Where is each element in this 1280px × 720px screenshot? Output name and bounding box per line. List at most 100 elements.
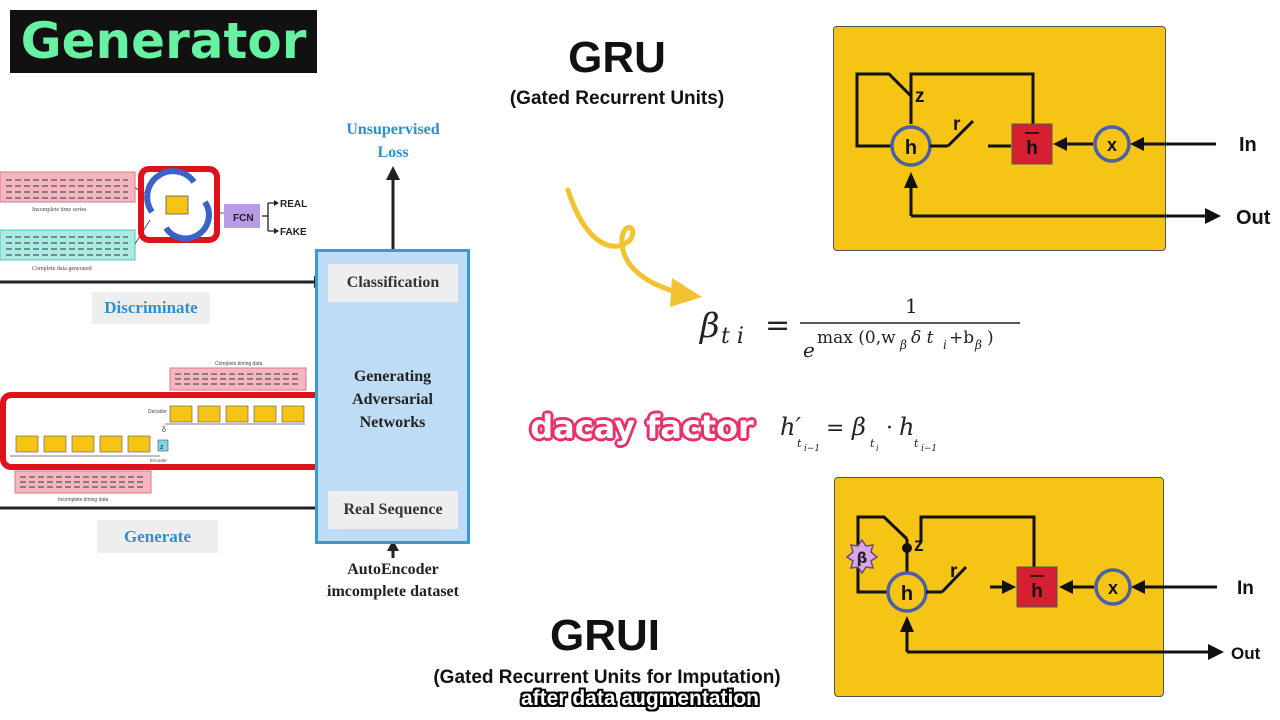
- svg-text:z: z: [914, 535, 924, 556]
- gru-r-label: r: [953, 114, 961, 135]
- grui-hbar-box: [1016, 566, 1058, 608]
- svg-text:t: t: [870, 437, 875, 450]
- svg-text:1: 1: [905, 294, 918, 318]
- gan-box: Classification Generating Adversarial Ne…: [315, 249, 470, 544]
- video-caption: after data augmentation: [520, 687, 760, 710]
- real-sequence-box: Real Sequence: [328, 491, 458, 529]
- gru-z-label: z: [915, 86, 925, 107]
- decoder-cells: [165, 405, 305, 425]
- decay-formula: h′ t i−1 = β t i · h t i−1: [780, 413, 937, 454]
- gru-in-arrow: [1130, 137, 1144, 151]
- z-box: [157, 439, 169, 452]
- autoencoder-line2: imcomplete dataset: [327, 583, 459, 600]
- fcn-box: [224, 204, 260, 228]
- incomplete-time-series-label: Incomplete time series: [32, 207, 87, 213]
- decay-factor-label: dacay factor: [530, 408, 754, 446]
- incomplete-series-strip: [0, 171, 136, 203]
- beta-formula: β t i = 1 e max (0,w β δ t i +b β ): [698, 294, 1020, 362]
- svg-text:): ): [987, 328, 994, 348]
- grui-x-circle: [1094, 568, 1132, 606]
- encoder-cells: [10, 435, 160, 457]
- gan-line1: Generating: [353, 368, 432, 385]
- gan-label: Generating Adversarial Networks: [318, 365, 467, 434]
- yellow-curved-arrow: [565, 187, 702, 307]
- svg-text:h′: h′: [780, 413, 801, 441]
- real-label: REAL: [280, 199, 307, 210]
- gru-diagram: h z r h x In Out: [855, 72, 1271, 229]
- svg-text:=: =: [826, 416, 844, 441]
- delta-label: δ: [162, 427, 166, 434]
- grui-mini-label: GRUI: [172, 227, 187, 233]
- incomplete-series-marks: [6, 179, 128, 199]
- gru-x-label: x: [1107, 135, 1117, 155]
- fcn-branch: [262, 202, 276, 232]
- svg-text:t i: t i: [721, 324, 744, 349]
- complete-data-generated-label: Complete data generated: [32, 266, 92, 272]
- gru-h-label: h: [905, 137, 917, 159]
- svg-text:i: i: [876, 444, 879, 453]
- unsupervised-loss: Unsupervised Loss: [318, 118, 468, 164]
- grui-subtitle: (Gated Recurrent Units for Imputation): [433, 667, 781, 688]
- fake-label: FAKE: [280, 227, 307, 238]
- svg-text:i−1: i−1: [804, 444, 820, 454]
- grui-in-label: In: [1237, 578, 1254, 599]
- svg-text:e: e: [803, 338, 815, 362]
- grui-loop-arrow: [144, 168, 197, 214]
- gru-title: GRU: [568, 33, 666, 82]
- left-diagram: Incomplete time series Complete data gen…: [0, 166, 400, 558]
- svg-text:·: ·: [886, 416, 893, 441]
- gru-out-label: Out: [1236, 207, 1271, 229]
- incomplete-timing-label: Incomplete timing data: [58, 497, 109, 503]
- svg-text:=: =: [765, 308, 790, 343]
- svg-text:β: β: [974, 338, 982, 352]
- svg-text:β: β: [698, 306, 720, 346]
- grui-out-label: Out: [1231, 644, 1261, 663]
- svg-text:i−1: i−1: [921, 444, 937, 454]
- svg-text:t: t: [797, 437, 802, 450]
- generator-title: Generator: [10, 10, 317, 73]
- discriminate-label: Discriminate: [92, 292, 210, 324]
- gru-subtitle: (Gated Recurrent Units): [509, 88, 725, 109]
- svg-text:t: t: [914, 437, 919, 450]
- generate-label: Generate: [97, 520, 218, 553]
- gru-hbar-box: [1011, 123, 1053, 165]
- loss-arrow: [386, 166, 400, 180]
- autoencoder-label: AutoEncoder imcomplete dataset: [308, 559, 478, 603]
- svg-text:β: β: [851, 413, 866, 441]
- svg-text:δ t: δ t: [911, 328, 934, 348]
- gru-x-circle: [1093, 125, 1131, 163]
- gru-out-arrow: [1205, 208, 1221, 224]
- svg-text:max (0,w: max (0,w: [817, 328, 896, 348]
- autoencoder-arrow: [387, 540, 399, 551]
- gru-in-label: In: [1239, 134, 1257, 156]
- autoencoder-line1: AutoEncoder: [347, 561, 439, 578]
- grui-out-arrow: [1208, 644, 1224, 660]
- svg-text:h: h: [1031, 581, 1043, 602]
- complete-timing-label: Complete timing data: [215, 361, 262, 367]
- unsupervised-loss-line1: Unsupervised: [346, 121, 440, 138]
- beta-star-icon: [845, 538, 879, 575]
- grui-diagram: h z β r h x In Out: [845, 515, 1261, 663]
- svg-text:+b: +b: [949, 328, 974, 348]
- gan-line3: Networks: [359, 414, 426, 431]
- z-mini-label: z: [160, 444, 164, 451]
- grui-title: GRUI: [550, 611, 660, 660]
- classification-box: Classification: [328, 264, 458, 302]
- complete-data-marks: [6, 236, 128, 256]
- svg-text:h: h: [899, 413, 914, 441]
- encoder-label: Encoder: [150, 458, 167, 463]
- svg-text:h: h: [901, 583, 913, 605]
- decoder-label: Decoder: [148, 409, 167, 415]
- fcn-label: FCN: [233, 213, 254, 224]
- svg-text:h: h: [1026, 138, 1038, 159]
- svg-text:x: x: [1108, 578, 1118, 598]
- grui-in-arrow: [1131, 580, 1145, 594]
- gan-line2: Adversarial: [352, 391, 433, 408]
- complete-data-strip: [0, 229, 136, 261]
- grui-mini-cell: [165, 195, 189, 215]
- svg-text:i: i: [943, 338, 947, 352]
- svg-text:β: β: [899, 338, 907, 352]
- grui-beta-label: β: [857, 549, 868, 567]
- unsupervised-loss-line2: Loss: [377, 144, 409, 161]
- svg-text:r: r: [950, 561, 958, 582]
